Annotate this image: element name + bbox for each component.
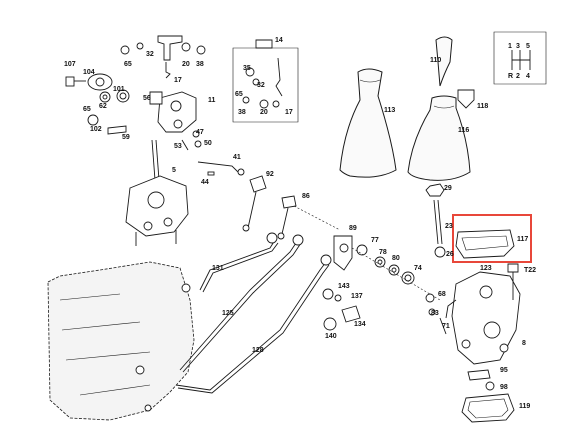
label-104: 104 [83,69,95,76]
label-77: 77 [371,237,379,244]
label-143: 143 [338,283,350,290]
label-137: 137 [351,293,363,300]
label-29: 29 [444,185,452,192]
label-128: 128 [252,347,264,354]
label-123: 123 [480,265,492,272]
label-134: 134 [354,321,366,328]
highlight-box-117 [452,214,532,263]
label-11: 11 [208,97,216,104]
label-5: 5 [172,167,176,174]
label-71: 71 [442,323,450,330]
label-110: 110 [430,57,441,64]
gear-label-5: 5 [526,43,530,50]
label-118: 118 [477,103,488,110]
gear-label-2: 2 [516,73,520,80]
label-101: 101 [113,86,125,93]
gear-label-r: R [508,73,513,80]
label-107: 107 [64,61,76,68]
label-23: 23 [445,223,453,230]
label-102: 102 [90,126,102,133]
label-113: 113 [384,107,395,114]
label-119: 119 [519,403,530,410]
label-50: 50 [204,140,212,147]
label-17b: 17 [285,109,293,116]
label-35: 35 [243,65,251,72]
label-62: 62 [99,103,107,110]
label-116: 116 [458,127,469,134]
part-117-cover [452,214,532,263]
label-20b: 20 [260,109,268,116]
label-65b: 65 [83,106,91,113]
shift-rods [175,175,441,394]
shift-knobs-and-boots [339,36,475,258]
label-32: 32 [146,51,154,58]
label-44: 44 [201,179,209,186]
label-68: 68 [438,291,446,298]
label-65: 65 [124,61,132,68]
label-117: 117 [517,236,528,243]
inset-detail-14 [232,39,299,123]
gear-label-1: 1 [508,43,512,50]
gear-label-3: 3 [516,43,520,50]
label-80: 80 [392,255,400,262]
label-86: 86 [302,193,310,200]
part-number-labels: 107 104 65 32 17 20 38 62 101 56 11 65 1… [64,37,536,410]
label-41: 41 [233,154,241,161]
selector-mechanism [65,35,245,246]
label-83: 83 [431,310,439,317]
label-131: 131 [212,265,224,272]
gear-pattern: 1 3 5 R 2 4 [493,31,547,85]
label-38: 38 [196,61,204,68]
label-78: 78 [379,249,387,256]
label-125: 125 [222,310,234,317]
label-t22: T22 [524,267,536,274]
label-59: 59 [122,134,130,141]
label-65c: 65 [235,91,243,98]
label-14: 14 [275,37,283,44]
label-53: 53 [174,143,182,150]
label-17: 17 [174,77,182,84]
label-95: 95 [500,367,508,374]
shift-housing [425,263,521,423]
label-8: 8 [522,340,526,347]
label-38b: 38 [238,109,246,116]
label-32b: 32 [257,82,265,89]
label-26: 26 [446,251,454,258]
label-140: 140 [325,333,337,340]
label-98: 98 [500,384,508,391]
label-20: 20 [182,61,190,68]
label-92: 92 [266,171,274,178]
label-89: 89 [349,225,357,232]
label-56: 56 [143,95,151,102]
label-74: 74 [414,265,422,272]
gear-label-4: 4 [526,73,530,80]
label-47: 47 [196,129,204,136]
transmission-housing [47,261,195,421]
